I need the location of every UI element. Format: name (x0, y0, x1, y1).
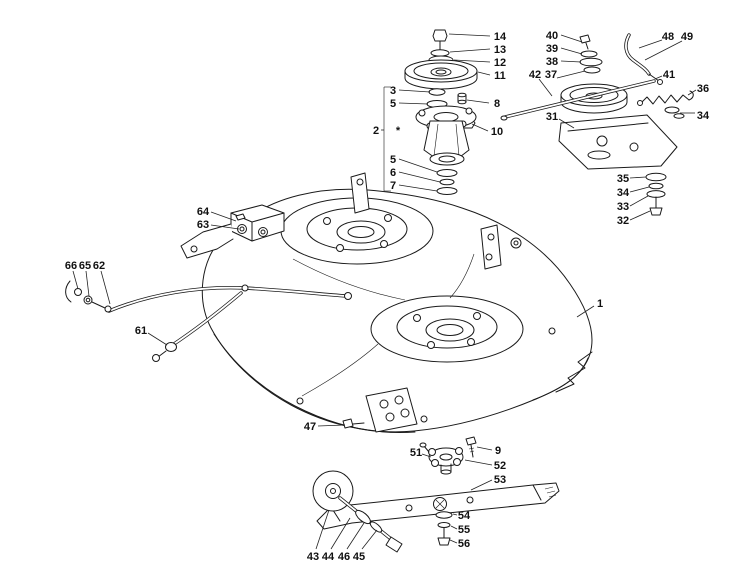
leader-line (210, 211, 237, 222)
leader-line (452, 513, 458, 516)
callout-8: 8 (494, 98, 500, 110)
callout-64: 64 (197, 206, 210, 218)
leader-line (629, 210, 651, 221)
callout-35: 35 (617, 173, 629, 185)
blade-assembly (312, 436, 560, 553)
callout-40: 40 (546, 30, 558, 42)
leader-line (398, 184, 438, 192)
callout-34: 34 (697, 110, 710, 122)
linkage-left (65, 280, 352, 362)
callout-46: 46 (338, 551, 350, 563)
leader-line (72, 270, 79, 290)
leader-line (100, 270, 111, 305)
leader-line (450, 525, 458, 530)
callout-1: 1 (597, 298, 603, 310)
callout-63: 63 (197, 219, 209, 231)
callout-47: 47 (304, 421, 316, 433)
callout-34: 34 (617, 187, 630, 199)
leader-line (477, 71, 491, 76)
leader-line (448, 33, 491, 37)
leader-line (560, 47, 583, 55)
callout-51: 51 (410, 447, 422, 459)
leader-line (470, 479, 493, 491)
leader-line (317, 424, 346, 427)
callout-13: 13 (494, 44, 506, 56)
callout-32: 32 (617, 215, 629, 227)
leader-line (560, 60, 582, 63)
leader-line (638, 39, 663, 49)
callout-53: 53 (494, 474, 506, 486)
callout-31: 31 (546, 111, 558, 123)
leader-line (471, 123, 489, 132)
leader-line (466, 99, 490, 104)
callout-7: 7 (390, 180, 396, 192)
leader-line (629, 176, 647, 179)
spindle-assembly (383, 29, 478, 195)
leader-line (644, 40, 683, 61)
callout-62: 62 (93, 260, 105, 272)
callout-3: 3 (390, 85, 396, 97)
callout-37: 37 (545, 69, 557, 81)
leader-line (464, 459, 493, 466)
callout-66: 66 (65, 260, 77, 272)
callout-14: 14 (494, 31, 507, 43)
leader-line (398, 158, 438, 173)
leader-line (629, 186, 650, 193)
leader-line (398, 89, 431, 93)
leader-line (361, 529, 378, 550)
callout-33: 33 (617, 201, 629, 213)
leader-line (556, 70, 586, 79)
callout-6: 6 (390, 167, 396, 179)
leader-line (449, 539, 458, 544)
leader-line (629, 195, 649, 207)
leader-line (558, 118, 575, 129)
callout-36: 36 (697, 83, 709, 95)
leader-line (346, 522, 365, 550)
callout-5: 5 (390, 98, 396, 110)
leader-line (476, 446, 493, 451)
leader-line (453, 59, 491, 63)
leader-line (398, 102, 429, 105)
callout-*: * (396, 125, 401, 137)
callout-2: 2 (373, 125, 379, 137)
callout-11: 11 (494, 70, 506, 82)
leader-line (210, 224, 240, 230)
callout-61: 61 (135, 325, 147, 337)
leader-line (315, 509, 330, 550)
callout-55: 55 (458, 524, 470, 536)
callout-54: 54 (458, 510, 471, 522)
leader-line (330, 517, 351, 550)
callout-12: 12 (494, 57, 506, 69)
callout-9: 9 (495, 445, 501, 457)
callout-49: 49 (681, 31, 693, 43)
leader-line (449, 48, 491, 53)
callout-5: 5 (390, 154, 396, 166)
callout-44: 44 (322, 551, 335, 563)
leader-line (398, 171, 441, 183)
leader-line (147, 332, 168, 346)
callout-43: 43 (307, 551, 319, 563)
leader-line (85, 270, 90, 297)
callout-10: 10 (491, 126, 503, 138)
idler-assembly (500, 33, 694, 216)
callout-48: 48 (662, 31, 674, 43)
leader-line (560, 34, 583, 43)
leader-line (654, 75, 663, 80)
leader-line (576, 305, 595, 318)
leader-line (687, 89, 697, 96)
callout-39: 39 (546, 43, 558, 55)
callout-56: 56 (458, 538, 470, 550)
leader-line (421, 453, 432, 458)
callout-41: 41 (663, 69, 675, 81)
deck-brackets (180, 172, 502, 433)
leader-line (538, 78, 553, 97)
callout-52: 52 (494, 460, 506, 472)
callout-45: 45 (353, 551, 365, 563)
callout-42: 42 (529, 69, 541, 81)
callout-65: 65 (79, 260, 91, 272)
callout-38: 38 (546, 56, 558, 68)
